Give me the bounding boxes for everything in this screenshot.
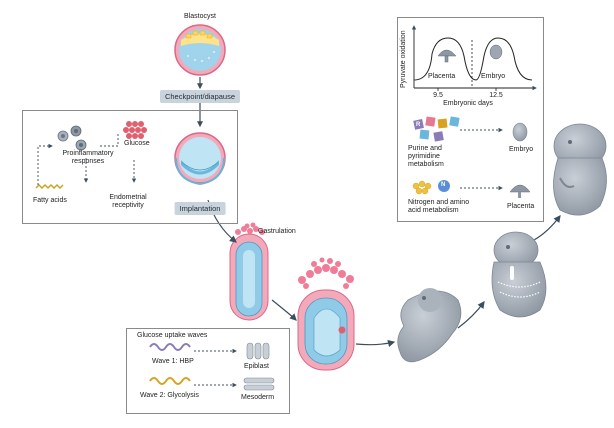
embryo-small-icon	[512, 122, 528, 142]
mesoderm-label: Mesoderm	[241, 394, 275, 401]
proinflammatory-label: Proinflammatory responses	[62, 150, 114, 166]
gastrulation-embryo-late	[297, 257, 355, 371]
embryonic-days-label: Embryonic days	[443, 100, 493, 107]
glucose-uptake-waves-title: Glucose uptake waves	[137, 332, 208, 339]
blastocyst-illustration	[174, 24, 226, 76]
nitrogen-circle-icon	[438, 180, 450, 192]
connector-proinflammatory-glucose	[100, 132, 119, 147]
wave1-label: Wave 1: HBP	[152, 358, 194, 365]
immune-cells-icon	[57, 125, 87, 151]
implantation-illustration	[174, 132, 226, 186]
gastrulation-label: Gastrulation	[258, 228, 296, 235]
implantation-pill: Implantation	[174, 202, 226, 215]
glucose-label: Glucose	[124, 140, 150, 147]
fatty-acids-label: Fatty acids	[33, 197, 67, 204]
nucleotide-blocks-icon	[413, 116, 460, 142]
glucose-uptake-box	[126, 328, 290, 414]
placenta-right-label: Placenta	[507, 203, 535, 210]
amino-acid-cluster-icon	[412, 180, 432, 195]
arrow-late-to-embryo	[355, 339, 396, 347]
endometrial-receptivity-label: Endometrial receptivity	[109, 194, 147, 210]
nitrogen-metabolism-label: Nitrogen and amino acid metabolism	[408, 199, 470, 215]
nucleotide-letter-r: R	[416, 122, 421, 128]
fetus-stage-2	[491, 231, 547, 318]
embryo-stage-1	[397, 288, 462, 363]
metabolism-box	[397, 17, 544, 222]
placenta-plot-label: Placenta	[428, 73, 456, 80]
placenta-small-icon	[509, 184, 531, 198]
nitrogen-letter-n: N	[441, 182, 446, 188]
tick-12-5: 12.5	[489, 92, 503, 99]
arrow-fatty-acids-proinflammatory	[37, 143, 53, 185]
pyruvate-oxidation-plot	[411, 25, 537, 91]
fatty-acid-chain-icon	[35, 184, 64, 189]
pyruvate-oxidation-axis-label: Pyruvate oxidation	[400, 30, 407, 88]
tick-9-5: 9.5	[433, 92, 443, 99]
embryo-right-label: Embryo	[509, 146, 534, 153]
epiblast-cells-icon	[246, 342, 270, 360]
glucose-molecules-icon	[123, 121, 147, 139]
arrow-gastrulation-late	[271, 299, 297, 321]
checkpoint-pill: Checkpoint/diapause	[159, 90, 241, 103]
gastrulation-embryo-early	[229, 222, 269, 321]
mesoderm-cells-icon	[243, 377, 275, 391]
arrow-embryo-to-fetus	[457, 301, 485, 329]
blastocyst-label: Blastocyst	[184, 13, 216, 20]
wave2-glycolysis-icon	[149, 377, 191, 385]
purine-metabolism-label: Purine and pyrimidine metabolism	[408, 145, 444, 169]
arrow-fetus-to-late-fetus	[533, 215, 561, 241]
fetus-stage-3	[553, 123, 607, 216]
wave2-label: Wave 2: Glycolysis	[140, 392, 199, 399]
embryo-plot-label: Embryo	[481, 73, 506, 80]
wave1-hbp-icon	[149, 343, 191, 351]
implantation-box	[22, 110, 238, 224]
epiblast-label: Epiblast	[244, 363, 269, 370]
